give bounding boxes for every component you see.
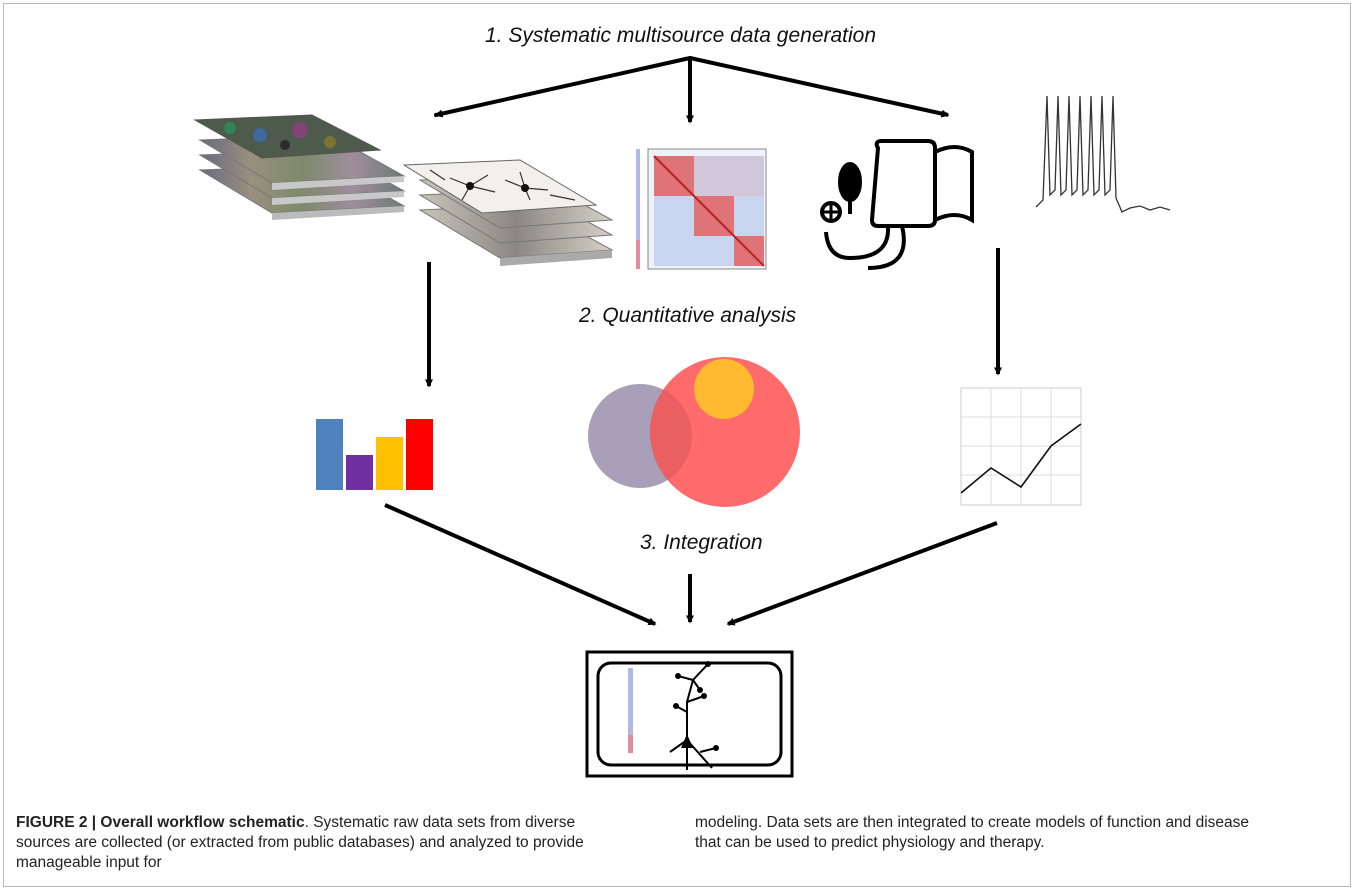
bar-red xyxy=(406,419,433,490)
action-potential-trace-icon xyxy=(1035,95,1171,213)
arrow-to-imaging xyxy=(434,56,692,118)
caption-column-1: FIGURE 2 | Overall workflow schematic. S… xyxy=(16,813,596,873)
caption-text-2: modeling. Data sets are then integrated … xyxy=(695,814,1250,851)
bar-purple xyxy=(346,455,373,490)
caption-heading: FIGURE 2 | Overall workflow schematic xyxy=(16,814,305,831)
correlation-matrix-icon xyxy=(636,148,767,270)
bar-yellow xyxy=(376,437,403,490)
line-graph-icon xyxy=(960,387,1082,506)
venn-red-circle xyxy=(650,357,800,507)
caption-text-1: . Systematic raw data sets from diverse … xyxy=(16,814,584,871)
model-screen-icon xyxy=(585,650,794,778)
caption-column-2: modeling. Data sets are then integrated … xyxy=(695,813,1265,853)
arrow-graph-to-model xyxy=(726,521,998,626)
stage-1-label: 1. Systematic multisource data generatio… xyxy=(485,24,877,47)
venn-overlap xyxy=(588,384,692,488)
bar-chart-icon xyxy=(316,419,433,490)
arrow-to-physiology xyxy=(689,56,950,118)
blood-pressure-cuff-icon xyxy=(820,139,974,270)
stage-3-label: 3. Integration xyxy=(640,531,763,554)
generation-arrows xyxy=(384,56,1002,626)
arrow-bars-to-model xyxy=(384,503,657,626)
venn-yellow-circle xyxy=(694,359,754,419)
stage-2-label: 2. Quantitative analysis xyxy=(579,304,797,327)
image-stack-icon xyxy=(193,114,406,220)
bar-blue xyxy=(316,419,343,490)
neuron-image-stack-icon xyxy=(402,159,614,266)
venn-diagram-icon xyxy=(588,357,800,507)
figure-frame xyxy=(3,3,1351,887)
